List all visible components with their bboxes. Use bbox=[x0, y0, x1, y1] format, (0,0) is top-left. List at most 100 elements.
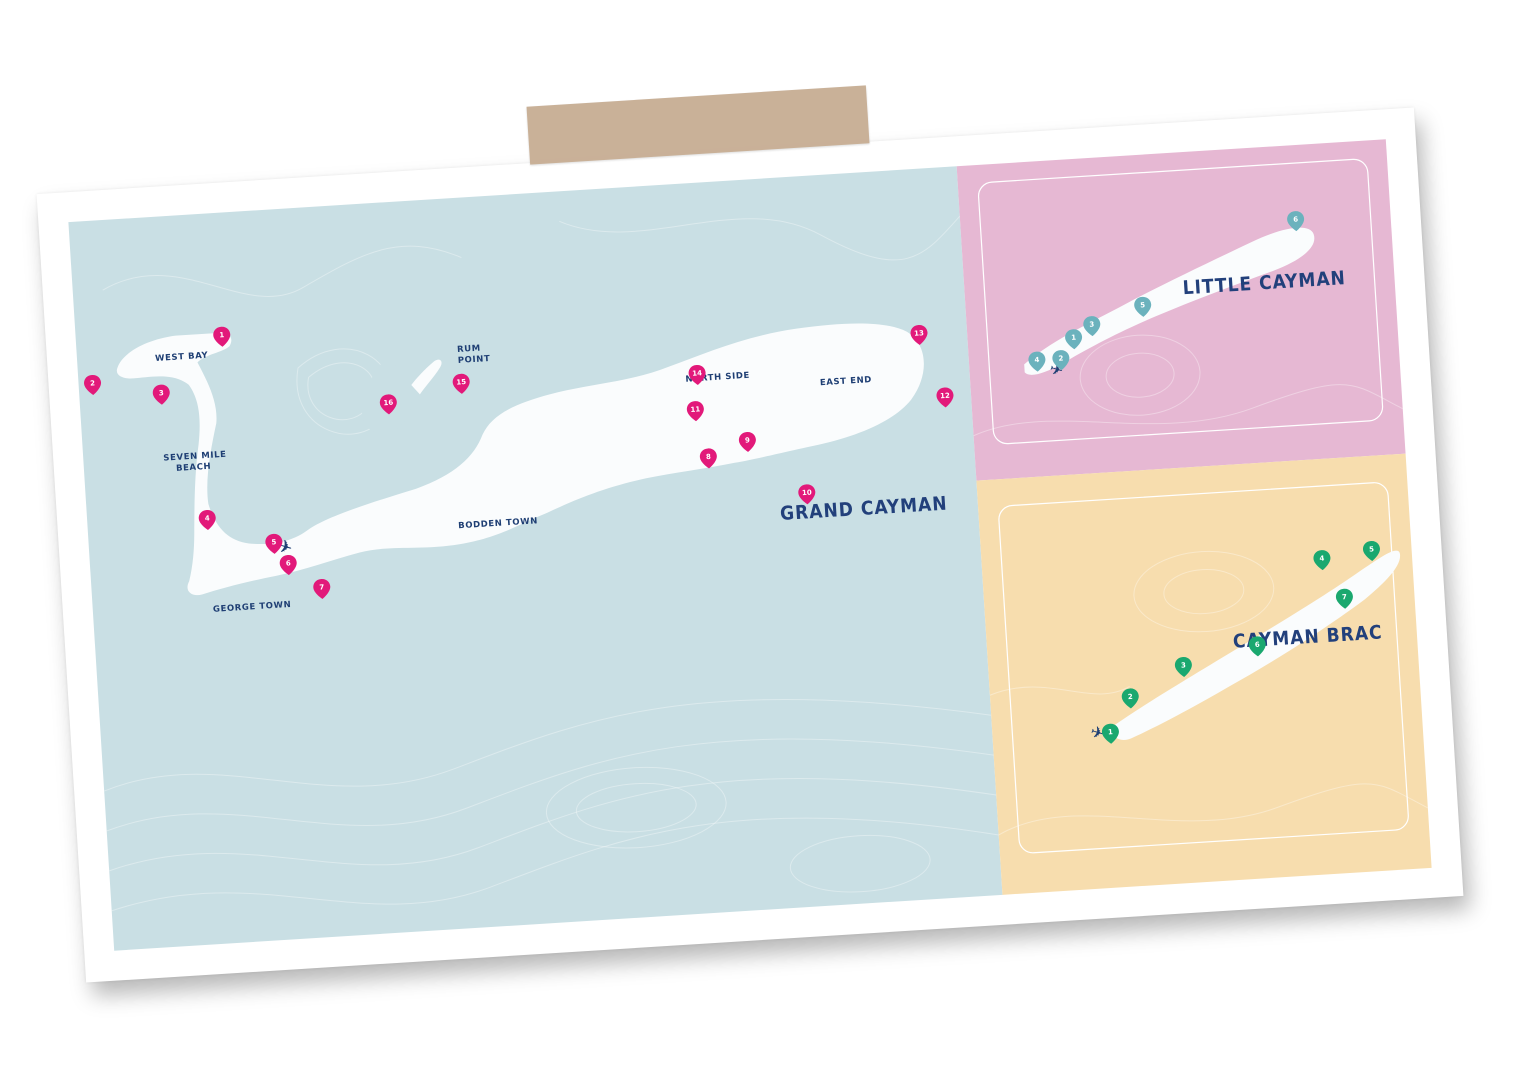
pin-marker bbox=[738, 431, 756, 452]
pin-marker bbox=[1121, 688, 1139, 709]
pin-number: 2 bbox=[90, 379, 95, 387]
pin-marker bbox=[1335, 588, 1353, 609]
pin-marker bbox=[198, 510, 216, 531]
map-pin-icon[interactable]: 15 bbox=[452, 373, 470, 394]
map-pin-icon[interactable]: 11 bbox=[686, 401, 704, 422]
pin-number: 16 bbox=[383, 399, 393, 408]
pin-number: 5 bbox=[1369, 545, 1374, 553]
little-contours bbox=[973, 334, 1403, 437]
map-pin-icon[interactable]: 6 bbox=[1248, 636, 1266, 657]
map-pin-icon[interactable]: 9 bbox=[738, 431, 756, 452]
pin-number: 14 bbox=[692, 369, 702, 378]
pin-marker bbox=[1101, 723, 1119, 744]
pin-marker bbox=[1052, 350, 1070, 371]
little-cayman-pins: 12 3 4 5 6 bbox=[1028, 211, 1305, 372]
pin-number: 1 bbox=[1108, 728, 1113, 736]
map-pin-icon[interactable]: 8 bbox=[699, 448, 717, 469]
pin-marker bbox=[1134, 296, 1152, 317]
map-pin-icon[interactable]: 5 bbox=[1134, 296, 1152, 317]
map-pin-icon[interactable]: 14 bbox=[688, 364, 706, 385]
pin-marker bbox=[313, 578, 331, 599]
pin-marker bbox=[452, 373, 470, 394]
grand-cayman-landmass bbox=[116, 323, 924, 596]
pin-marker bbox=[279, 555, 297, 576]
map-pin-icon[interactable]: 2 bbox=[1052, 350, 1070, 371]
pin-marker bbox=[1083, 316, 1101, 337]
map-pin-icon[interactable]: 12 bbox=[936, 387, 954, 408]
little-cayman-landmass bbox=[1024, 227, 1315, 375]
label-beach: BEACH bbox=[176, 462, 212, 474]
cayman-islands-map: WEST BAY SEVEN MILE BEACH GEORGE TOWN RU… bbox=[68, 139, 1432, 951]
pin-marker bbox=[213, 326, 231, 347]
map-pin-icon[interactable]: 6 bbox=[279, 555, 297, 576]
little-cayman-frame bbox=[977, 158, 1384, 445]
pin-number: 7 bbox=[1342, 593, 1347, 601]
pin-marker bbox=[379, 394, 397, 415]
pin-marker bbox=[910, 324, 928, 345]
map-pin-icon[interactable]: 3 bbox=[152, 384, 170, 405]
map-pin-icon[interactable]: 4 bbox=[198, 510, 216, 531]
map-pin-icon[interactable]: 6 bbox=[1287, 211, 1305, 232]
map-pin-icon[interactable]: 7 bbox=[313, 578, 331, 599]
map-pin-icon[interactable]: 2 bbox=[1121, 688, 1139, 709]
map-pin-icon[interactable]: 4 bbox=[1313, 550, 1331, 571]
map-pin-icon[interactable]: 3 bbox=[1174, 657, 1192, 678]
pin-number: 6 bbox=[286, 559, 291, 567]
map-pin-icon[interactable]: 7 bbox=[1335, 588, 1353, 609]
pin-number: 4 bbox=[205, 514, 210, 522]
pin-marker bbox=[1287, 211, 1305, 232]
map-pin-icon[interactable]: 13 bbox=[910, 324, 928, 345]
pin-number: 2 bbox=[1058, 354, 1063, 362]
pin-marker bbox=[1248, 636, 1266, 657]
map-pin-icon[interactable]: 1 bbox=[213, 326, 231, 347]
pin-marker bbox=[1065, 329, 1083, 350]
photo-card: WEST BAY SEVEN MILE BEACH GEORGE TOWN RU… bbox=[36, 107, 1464, 983]
pin-number: 9 bbox=[745, 436, 750, 444]
label-bodden-town: BODDEN TOWN bbox=[458, 516, 538, 531]
map-pin-icon[interactable]: 10 bbox=[798, 484, 816, 505]
map-pin-icon[interactable]: 4 bbox=[1028, 351, 1046, 372]
pin-number: 8 bbox=[706, 453, 711, 461]
pin-marker bbox=[688, 364, 706, 385]
label-east-end: EAST END bbox=[820, 375, 873, 388]
map-pin-icon[interactable]: 3 bbox=[1083, 316, 1101, 337]
rum-point-peninsula bbox=[411, 359, 442, 395]
grand-contours bbox=[102, 215, 999, 912]
pin-number: 7 bbox=[319, 583, 324, 591]
pin-number: 6 bbox=[1255, 641, 1260, 649]
pin-marker bbox=[699, 448, 717, 469]
pin-number: 5 bbox=[271, 538, 276, 546]
pin-number: 1 bbox=[219, 331, 224, 339]
pin-number: 3 bbox=[1181, 661, 1186, 669]
little-cayman-sea bbox=[956, 139, 1406, 481]
pin-marker bbox=[84, 374, 102, 395]
map-pin-icon[interactable]: 2 bbox=[84, 374, 102, 395]
cayman-brac-pins: 1 2 3 4 5 6 7 bbox=[1101, 540, 1380, 744]
label-george-town: GEORGE TOWN bbox=[213, 600, 292, 615]
pin-marker bbox=[1174, 657, 1192, 678]
pin-number: 13 bbox=[914, 329, 924, 338]
pin-number: 6 bbox=[1293, 215, 1298, 223]
map-pin-icon[interactable]: 5 bbox=[265, 533, 283, 554]
pin-marker bbox=[265, 533, 283, 554]
label-west-bay: WEST BAY bbox=[155, 351, 209, 364]
pin-marker bbox=[798, 484, 816, 505]
map-pin-icon[interactable]: 16 bbox=[379, 394, 397, 415]
map-pin-icon[interactable]: 1 bbox=[1065, 329, 1083, 350]
pin-number: 15 bbox=[456, 378, 466, 387]
pin-number: 5 bbox=[1140, 301, 1145, 309]
pin-marker bbox=[1362, 540, 1380, 561]
map-pin-icon[interactable]: 5 bbox=[1362, 540, 1380, 561]
pin-marker bbox=[152, 384, 170, 405]
pin-marker bbox=[936, 387, 954, 408]
pin-number: 4 bbox=[1034, 356, 1039, 364]
pin-marker bbox=[1313, 550, 1331, 571]
label-seven-mile: SEVEN MILE bbox=[163, 450, 227, 464]
map-pin-icon[interactable]: 1 bbox=[1101, 723, 1119, 744]
pin-number: 12 bbox=[940, 392, 950, 401]
pin-number: 10 bbox=[802, 489, 812, 498]
pin-number: 2 bbox=[1128, 693, 1133, 701]
pin-marker bbox=[686, 401, 704, 422]
